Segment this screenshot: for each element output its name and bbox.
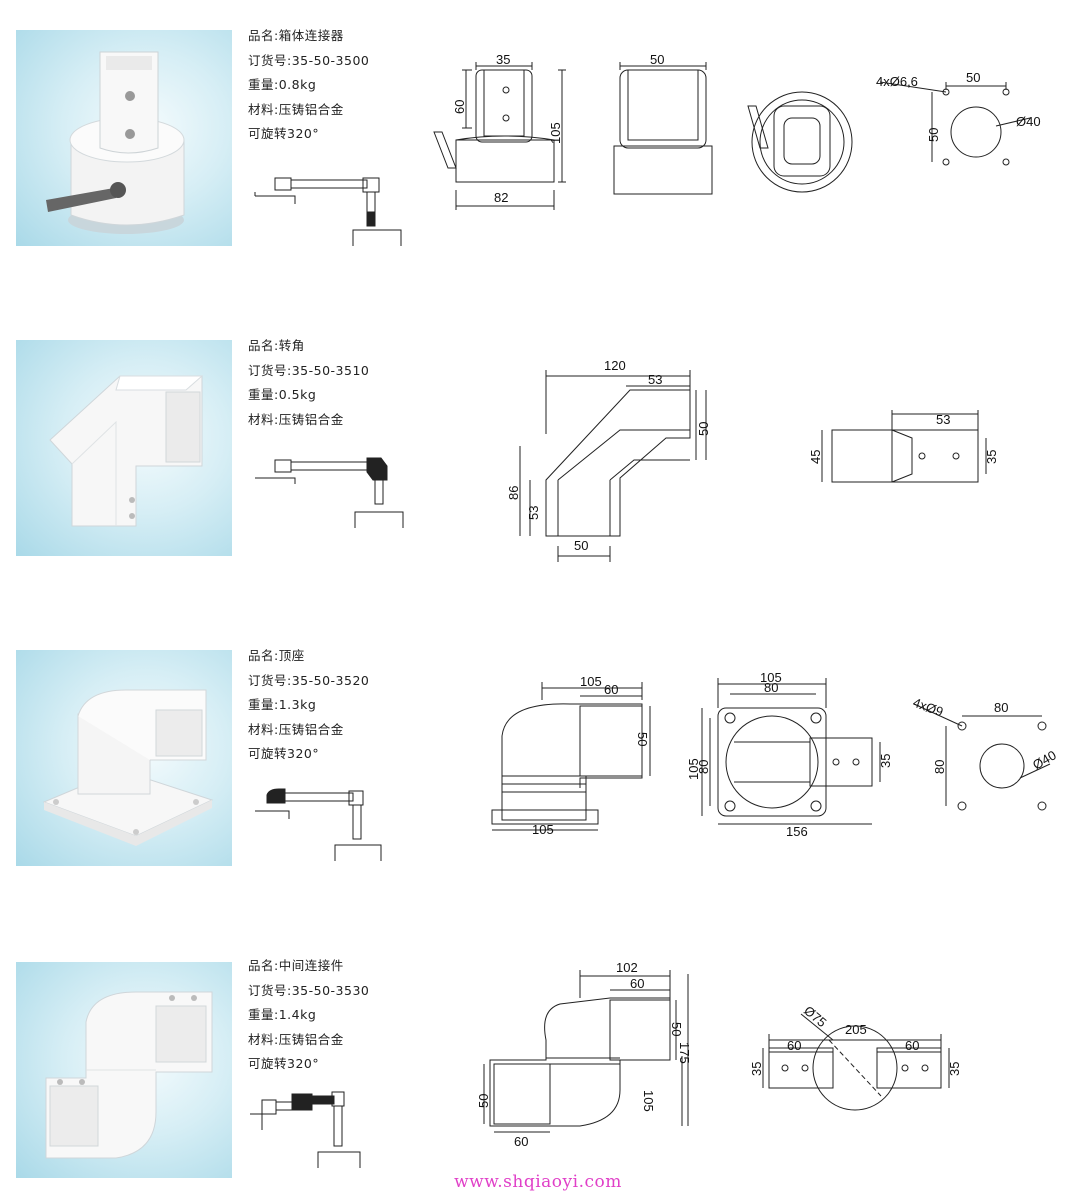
dim-label: 35 xyxy=(878,754,893,768)
product-photo-corner xyxy=(16,340,232,556)
product-material: 材料:压铸铝合金 xyxy=(248,411,344,427)
product-weight: 重量:1.4kg xyxy=(248,1007,317,1022)
dim-label: 105 xyxy=(760,670,782,685)
dim-label: 86 xyxy=(506,486,521,500)
dim-label: 53 xyxy=(526,506,541,520)
dim-label: 120 xyxy=(604,358,626,373)
product-material: 材料:压铸铝合金 xyxy=(248,721,344,737)
drawing-side-view-1: 50 xyxy=(613,52,713,195)
product-order-number: 订货号:35-50-3510 xyxy=(248,362,370,378)
drawing-front-view-4: 102 60 50 105 175 50 60 xyxy=(476,960,692,1149)
dim-label: 105 xyxy=(548,122,563,144)
installation-sketch-2 xyxy=(255,457,404,528)
product-rotation: 可旋转320° xyxy=(248,126,320,141)
drawing-top-view-4: 205 Ø75 60 60 35 35 xyxy=(749,1003,962,1111)
dim-label: 35 xyxy=(749,1062,764,1076)
dim-label: 60 xyxy=(604,682,618,697)
dim-label: 80 xyxy=(994,700,1008,715)
drawing-hole-pattern-3: 4xØ9 80 80 Ø40 xyxy=(911,695,1059,811)
product-rotation: 可旋转320° xyxy=(248,746,320,761)
drawing-side-view-2: 53 45 35 xyxy=(808,410,999,483)
website-url[interactable]: www.shqiaoyi.com xyxy=(454,1172,622,1192)
drawing-hole-pattern-1: 4xØ6,6 50 50 Ø40 xyxy=(876,70,1041,166)
dim-label: Ø40 xyxy=(1016,114,1041,129)
dim-label: 50 xyxy=(574,538,588,553)
product-order-number: 订货号:35-50-3520 xyxy=(248,672,370,688)
product-photo-box-connector xyxy=(16,30,232,246)
drawing-top-view-1 xyxy=(747,91,853,193)
dim-label: 60 xyxy=(787,1038,801,1053)
product-info-1: 品名:箱体连接器 订货号:35-50-3500 重量:0.8kg 材料:压铸铝合… xyxy=(248,24,369,147)
dim-label: 4xØ6,6 xyxy=(876,74,918,89)
dim-label: 60 xyxy=(905,1038,919,1053)
dim-label: 175 xyxy=(677,1042,692,1064)
product-material: 材料:压铸铝合金 xyxy=(248,1031,344,1047)
dim-label: 82 xyxy=(494,190,508,205)
product-order-number: 订货号:35-50-3500 xyxy=(248,52,370,68)
dim-label: 50 xyxy=(669,1022,684,1036)
product-name: 品名:箱体连接器 xyxy=(248,28,344,43)
dim-label: 105 xyxy=(580,674,602,689)
product-material: 材料:压铸铝合金 xyxy=(248,101,344,117)
product-info-2: 品名:转角 订货号:35-50-3510 重量:0.5kg 材料:压铸铝合金 xyxy=(248,334,369,432)
dim-label: 105 xyxy=(686,758,701,780)
dim-label: 50 xyxy=(650,52,664,67)
drawing-front-view-1: 35 60 105 82 xyxy=(433,52,566,210)
product-order-number: 订货号:35-50-3530 xyxy=(248,982,370,998)
dim-label: Ø75 xyxy=(801,1003,829,1030)
product-name: 品名:中间连接件 xyxy=(248,958,344,973)
installation-sketch-1 xyxy=(254,177,402,246)
product-info-3: 品名:顶座 订货号:35-50-3520 重量:1.3kg 材料:压铸铝合金 可… xyxy=(248,644,369,767)
product-row-1: 品名:箱体连接器 订货号:35-50-3500 重量:0.8kg 材料:压铸铝合… xyxy=(0,0,1076,260)
dim-label: 156 xyxy=(786,824,808,839)
dim-label: Ø40 xyxy=(1030,747,1059,772)
dim-label: 80 xyxy=(932,760,947,774)
dim-label: 4xØ9 xyxy=(911,695,945,720)
product-weight: 重量:1.3kg xyxy=(248,697,317,712)
product-photo-middle-connector xyxy=(16,962,232,1178)
product-info-4: 品名:中间连接件 订货号:35-50-3530 重量:1.4kg 材料:压铸铝合… xyxy=(248,954,369,1077)
dim-label: 60 xyxy=(514,1134,528,1149)
dim-label: 50 xyxy=(635,732,650,746)
dim-label: 80 xyxy=(764,680,778,695)
dim-label: 35 xyxy=(496,52,510,67)
dim-label: 60 xyxy=(452,100,467,114)
dim-label: 80 xyxy=(696,760,711,774)
installation-sketch-4 xyxy=(250,1091,361,1168)
dim-label: 102 xyxy=(616,960,638,975)
dim-label: 50 xyxy=(696,422,711,436)
product-name: 品名:顶座 xyxy=(248,648,305,663)
product-rotation: 可旋转320° xyxy=(248,1056,320,1071)
drawing-front-view-2: 120 53 50 86 53 50 xyxy=(506,358,711,562)
dim-label: 205 xyxy=(845,1022,867,1037)
dim-label: 53 xyxy=(648,372,662,387)
product-row-3: 品名:顶座 订货号:35-50-3520 重量:1.3kg 材料:压铸铝合金 可… xyxy=(0,620,1076,880)
dim-label: 50 xyxy=(966,70,980,85)
dim-label: 35 xyxy=(947,1062,962,1076)
product-weight: 重量:0.8kg xyxy=(248,77,317,92)
product-row-4: 品名:中间连接件 订货号:35-50-3530 重量:1.4kg 材料:压铸铝合… xyxy=(0,930,1076,1178)
dim-label: 35 xyxy=(984,450,999,464)
dim-label: 50 xyxy=(926,128,941,142)
drawing-front-view-3: 105 60 50 105 xyxy=(491,674,651,837)
dim-label: 60 xyxy=(630,976,644,991)
dim-label: 50 xyxy=(476,1094,491,1108)
installation-sketch-3 xyxy=(255,788,382,861)
dim-label: 45 xyxy=(808,450,823,464)
drawing-top-view-3: 105 80 105 80 35 156 xyxy=(686,670,893,839)
dim-label: 105 xyxy=(532,822,554,837)
product-name: 品名:转角 xyxy=(248,338,305,353)
product-photo-top-base xyxy=(16,650,232,866)
dim-label: 53 xyxy=(936,412,950,427)
dim-label: 105 xyxy=(641,1090,656,1112)
product-row-2: 品名:转角 订货号:35-50-3510 重量:0.5kg 材料:压铸铝合金 1… xyxy=(0,310,1076,570)
product-weight: 重量:0.5kg xyxy=(248,387,317,402)
